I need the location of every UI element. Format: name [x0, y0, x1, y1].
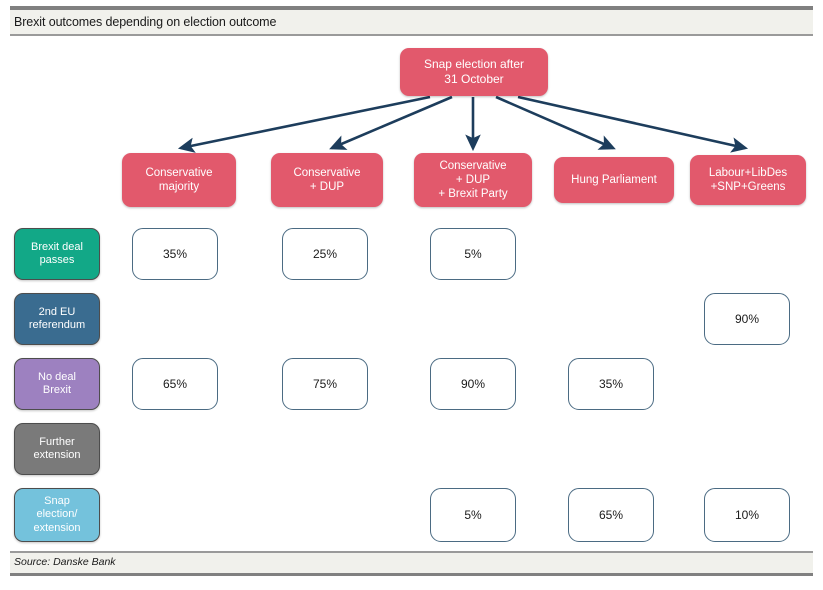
- cell-second-eu-referendum-lab-coalition[interactable]: 90%: [704, 293, 790, 345]
- header-top-rule: [10, 6, 813, 10]
- cell-snap-election-extension-hung-parliament[interactable]: 65%: [568, 488, 654, 542]
- cell-brexit-deal-passes-con-majority[interactable]: 35%: [132, 228, 218, 280]
- cell-no-deal-brexit-hung-parliament[interactable]: 35%: [568, 358, 654, 410]
- source-label: Source: Danske Bank: [14, 556, 116, 568]
- page-title: Brexit outcomes depending on election ou…: [14, 15, 277, 29]
- cell-brexit-deal-passes-con-dup-brexit[interactable]: 5%: [430, 228, 516, 280]
- node-snap-election-after-31-october[interactable]: Snap election after 31 October: [400, 48, 548, 96]
- node-con-dup-brexit[interactable]: Conservative + DUP + Brexit Party: [414, 153, 532, 207]
- source-top-rule: [10, 551, 813, 553]
- row-label-further-extension[interactable]: Further extension: [14, 423, 100, 475]
- cell-brexit-deal-passes-con-dup[interactable]: 25%: [282, 228, 368, 280]
- node-hung-parliament[interactable]: Hung Parliament: [554, 157, 674, 203]
- cell-no-deal-brexit-con-majority[interactable]: 65%: [132, 358, 218, 410]
- row-label-no-deal-brexit[interactable]: No deal Brexit: [14, 358, 100, 410]
- diagram-canvas: [10, 38, 813, 553]
- node-con-majority[interactable]: Conservative majority: [122, 153, 236, 207]
- cell-no-deal-brexit-con-dup[interactable]: 75%: [282, 358, 368, 410]
- node-con-dup[interactable]: Conservative + DUP: [271, 153, 383, 207]
- title-band: [10, 10, 813, 36]
- cell-snap-election-extension-con-dup-brexit[interactable]: 5%: [430, 488, 516, 542]
- row-label-second-eu-referendum[interactable]: 2nd EU referendum: [14, 293, 100, 345]
- row-label-snap-election-extension[interactable]: Snap election/ extension: [14, 488, 100, 542]
- source-band: [10, 553, 813, 573]
- cell-snap-election-extension-lab-coalition[interactable]: 10%: [704, 488, 790, 542]
- node-lab-coalition[interactable]: Labour+LibDes +SNP+Greens: [690, 155, 806, 205]
- cell-no-deal-brexit-con-dup-brexit[interactable]: 90%: [430, 358, 516, 410]
- row-label-brexit-deal-passes[interactable]: Brexit deal passes: [14, 228, 100, 280]
- source-bottom-rule: [10, 573, 813, 576]
